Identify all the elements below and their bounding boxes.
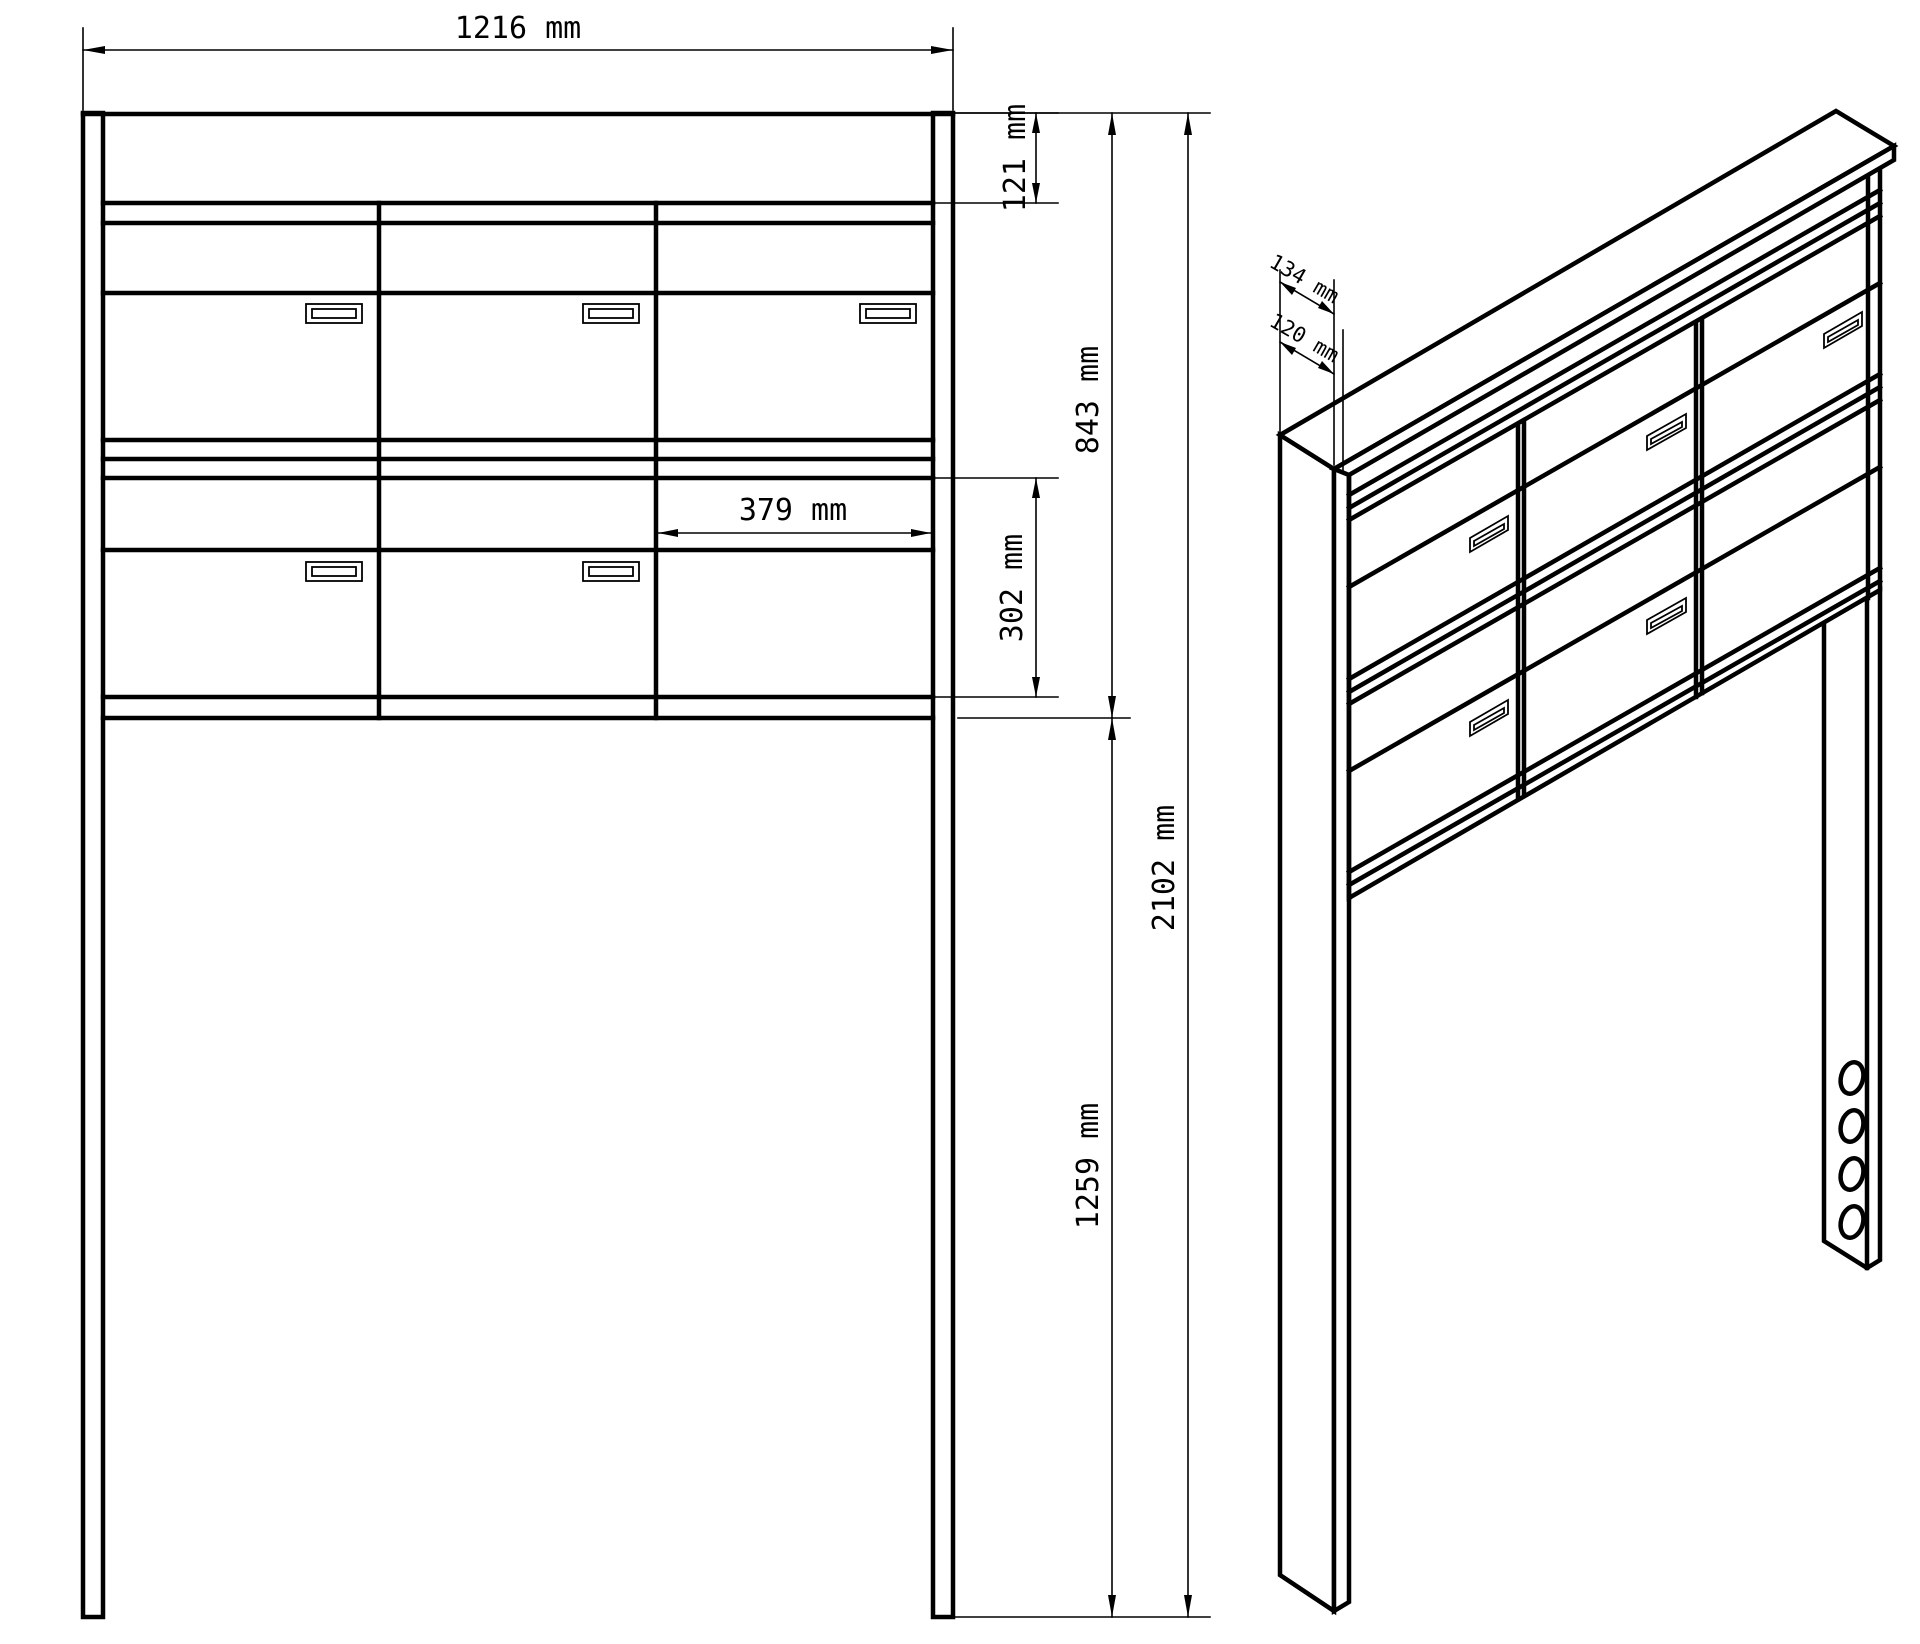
iso-nameplate-5 — [1646, 596, 1687, 636]
nameplate-2 — [582, 303, 640, 324]
compartment-height-label: 302 mm — [995, 534, 1030, 642]
dim-total-height: 2102 mm — [954, 112, 1211, 1618]
top-panel-label: 121 mm — [998, 104, 1033, 212]
iso-nameplate-1 — [1469, 514, 1509, 554]
iso-cabinet — [1275, 108, 1899, 902]
post-inner-depth-label: 120 mm — [1266, 309, 1344, 368]
compartment-row-2 — [100, 475, 936, 721]
nameplate-1 — [305, 303, 363, 324]
dim-unit-and-leg: 843 mm 1259 mm — [957, 112, 1131, 1618]
dim-top-panel: 121 mm — [934, 104, 1059, 212]
compartment-row-1 — [100, 220, 936, 462]
total-width-label: 1216 mm — [455, 11, 581, 46]
dim-compartment-height: 302 mm — [934, 477, 1059, 698]
nameplate-4 — [305, 561, 363, 582]
front-view: 1216 mm 121 mm 302 mm 379 mm — [80, 11, 1211, 1620]
iso-left-post — [1277, 430, 1352, 1616]
iso-nameplate-4 — [1469, 698, 1509, 738]
leg-height-label: 1259 mm — [1071, 1103, 1106, 1229]
post-outer-depth-label: 134 mm — [1266, 250, 1344, 309]
total-height-label: 2102 mm — [1147, 805, 1182, 931]
left-post — [80, 110, 106, 1620]
right-post — [930, 110, 956, 1620]
dim-compartment-width: 379 mm — [657, 493, 932, 537]
iso-nameplate-2 — [1646, 412, 1687, 452]
nameplate-3 — [859, 303, 917, 324]
dim-total-width: 1216 mm — [82, 11, 954, 111]
nameplate-5 — [582, 561, 640, 582]
isometric-view: 134 mm 120 mm — [1266, 108, 1899, 1616]
compartment-width-label: 379 mm — [739, 493, 847, 528]
iso-right-post — [1821, 586, 1883, 1271]
iso-nameplate-3 — [1823, 310, 1863, 350]
unit-height-label: 843 mm — [1071, 346, 1106, 454]
